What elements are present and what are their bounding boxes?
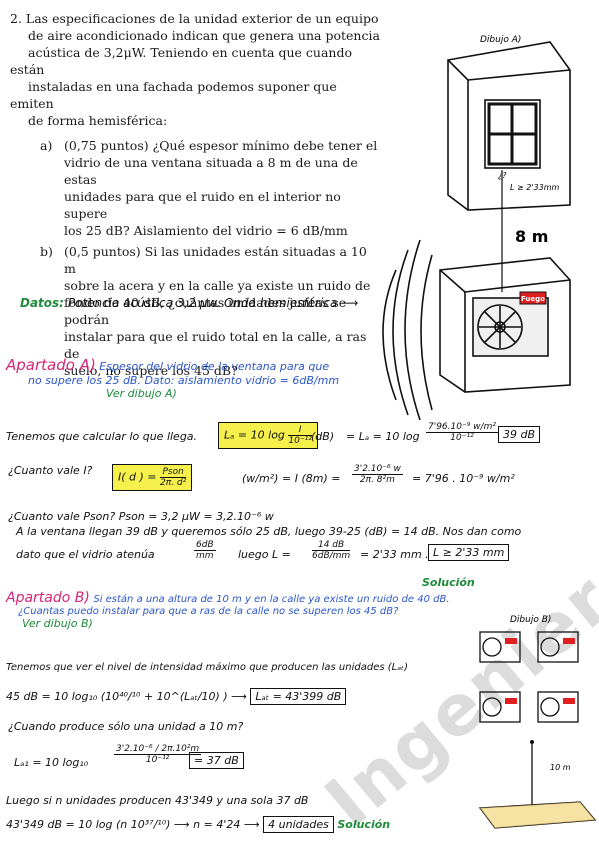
result-lit: Lₐₜ = 43'399 dB <box>250 688 347 705</box>
apartado-a-ref: Ver dibujo A) <box>106 387 177 400</box>
datos-label: Datos: <box>20 296 64 310</box>
apartado-b-title: Apartado B) <box>6 590 90 606</box>
a-expl1: A la ventana llegan 39 dB y queremos sól… <box>16 525 522 538</box>
apartado-b-ref: Ver dibujo B) <box>22 617 93 630</box>
b-eq1: 45 dB = 10 log₁₀ (10⁴⁰/¹⁰ + 10^(Lₐₜ/10) … <box>6 688 446 705</box>
b-line1: Tenemos que ver el nivel de intensidad m… <box>6 662 408 673</box>
result-37db: = 37 dB <box>189 752 244 769</box>
solucion-b: Solución <box>337 818 391 831</box>
solucion-a: Solución <box>422 576 475 589</box>
problem-part-b: b) (0,5 puntos) Si las unidades están si… <box>40 244 371 378</box>
datos-text: Potencia acústica 3,2 μw. Onda hemiesfér… <box>67 296 359 310</box>
thickness-question: ¿? <box>498 171 507 180</box>
result-units: 4 unidades <box>263 816 334 833</box>
drawing-b: Dibujo B) 10 m <box>478 615 597 829</box>
b-line3: Luego si n unidades producen 43'349 y un… <box>6 794 309 807</box>
apartado-b-desc2: ¿Cuantas puedo instalar para que a ras d… <box>18 606 399 617</box>
q-power: ¿Cuanto vale Pson? Pson = 3,2 μW = 3,2.1… <box>8 510 274 523</box>
problem-statement: 2. Las especificaciones de la unidad ext… <box>10 10 380 379</box>
a-line1: Tenemos que calcular lo que llega. Lₐ = … <box>6 422 586 456</box>
drawing-a: Fuego Dibujo A) ¿? L ≥ 2'33mm 8 m <box>382 35 571 421</box>
thickness-value: L ≥ 2'33mm <box>510 183 560 192</box>
apartado-a-desc: Espesor del vidrio de la ventana para qu… <box>99 360 330 373</box>
drawing-b-label: Dibujo B) <box>510 615 551 625</box>
apartado-a: Apartado A) Espesor del vidrio de la ven… <box>6 356 586 400</box>
q-intensity: ¿Cuanto vale I? <box>8 464 93 477</box>
drawing-a-label: Dibujo A) <box>480 35 521 45</box>
apartado-a-title: Apartado A) <box>6 356 96 374</box>
result-thickness: L ≥ 2'33 mm <box>428 544 510 561</box>
problem-part-a: a) (0,75 puntos) ¿Qué espesor mínimo deb… <box>40 138 378 238</box>
apartado-a-desc2: no supere los 25 dB. Dato: aislamiento v… <box>28 374 340 387</box>
distance-label: 8 m <box>515 227 548 246</box>
brand-label: Fuego <box>521 295 545 303</box>
problem-intro: 2. Las especificaciones de la unidad ext… <box>10 11 380 128</box>
apartado-b-desc: Si están a una altura de 10 m y en la ca… <box>93 594 450 605</box>
datos-line: Datos: Potencia acústica 3,2 μw. Onda he… <box>20 296 358 310</box>
apartado-b: Apartado B) Si están a una altura de 10 … <box>6 590 596 630</box>
result-39db: 39 dB <box>498 426 541 443</box>
b-eq3: 43'349 dB = 10 log (n 10³⁷/¹⁰) ⟶ n = 4'2… <box>6 816 391 833</box>
b-q2: ¿Cuando produce sólo una unidad a 10 m? <box>8 720 244 733</box>
problem-number: 2. <box>10 11 22 26</box>
height-label: 10 m <box>550 763 571 772</box>
